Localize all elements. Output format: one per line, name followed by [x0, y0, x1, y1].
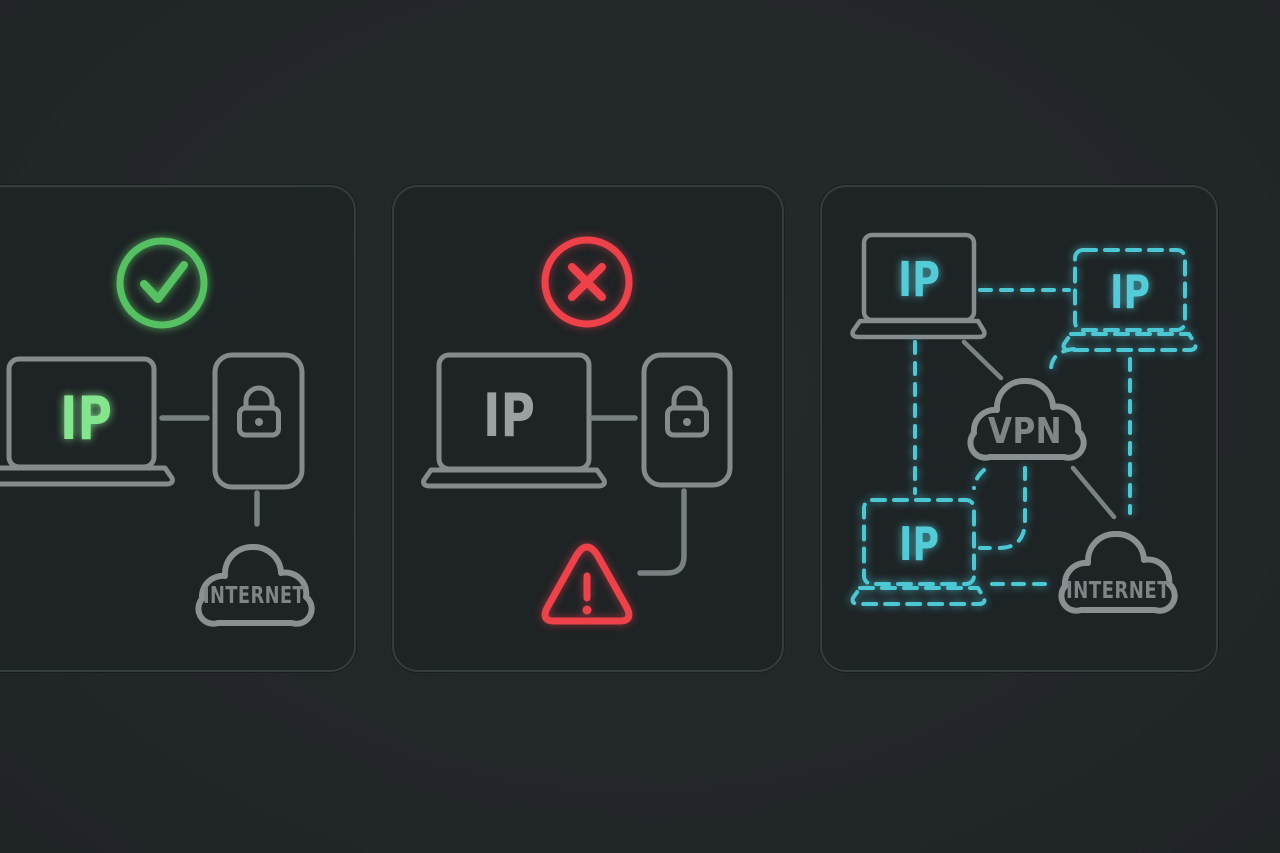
connection-line — [637, 488, 687, 576]
panel-direct-secure: IP I — [0, 185, 356, 672]
link-device-to-vpn — [961, 339, 1004, 381]
link-vpn-to-internet — [1070, 465, 1117, 520]
panel-direct-exposed: IP — [392, 185, 784, 672]
internet-cloud: INTERNET — [198, 547, 311, 624]
vpn-label: VPN — [988, 411, 1062, 452]
laptop-device — [0, 356, 172, 484]
internet-cloud: INTERNET — [1061, 534, 1174, 611]
vpn-cloud: VPN — [970, 381, 1083, 458]
laptop-base — [424, 470, 605, 486]
laptop-base — [0, 468, 172, 484]
device-ip-label: IP — [483, 381, 535, 451]
padlock-icon — [665, 385, 709, 438]
internet-label: INTERNET — [1066, 578, 1170, 604]
panel-vpn-tunnel: IP IP IP — [820, 185, 1218, 672]
lock-box — [641, 352, 733, 488]
lock-box — [212, 352, 305, 490]
padlock-icon — [237, 385, 281, 438]
laptop-base — [853, 321, 985, 337]
laptop-device: IP — [424, 352, 605, 486]
internet-label: INTERNET — [203, 583, 305, 609]
laptop-device — [853, 232, 985, 337]
